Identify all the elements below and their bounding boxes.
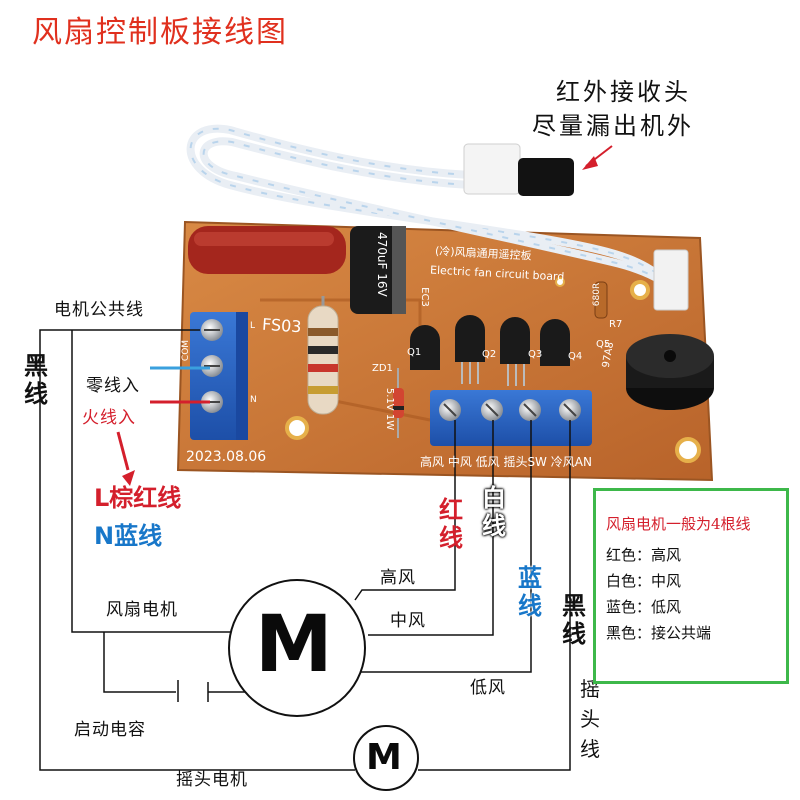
resistor-r7 — [594, 281, 608, 319]
q5-label: Q5 — [596, 339, 611, 350]
mid-speed-label: 中风 — [390, 611, 426, 631]
power-resistor — [307, 296, 339, 415]
terminal-block-left — [190, 312, 248, 440]
live-arrow — [116, 431, 130, 471]
capacitor-label: 470uF 16V — [375, 232, 389, 297]
ir-note-arrowhead — [582, 156, 598, 170]
n-wire-label: N蓝线 — [94, 522, 163, 550]
info-row-red: 红色：高风 — [606, 546, 682, 564]
white-wire-label: 白线 — [482, 484, 506, 540]
ir-cable — [186, 124, 689, 311]
output-silkscreen: 高风 中风 低风 摇头SW 冷风AN — [420, 455, 592, 469]
q1-label: Q1 — [407, 347, 422, 358]
terminal-block-output — [430, 390, 592, 446]
q3-label: Q3 — [528, 349, 543, 360]
zd1-label: ZD1 — [372, 363, 393, 374]
page-title: 风扇控制板接线图 — [32, 15, 288, 50]
ec3-label: EC3 — [418, 287, 430, 307]
r7-label: R7 — [609, 319, 623, 330]
zener-diode — [393, 368, 404, 438]
fan-motor-symbol — [228, 579, 366, 717]
ir-note-line2: 尽量漏出机外 — [532, 112, 694, 140]
red-wire-label: 红线 — [439, 496, 463, 552]
info-row-blue: 蓝色：低风 — [606, 598, 682, 616]
info-row-black: 黑色：接公共端 — [606, 624, 712, 642]
neutral-in-label: 零线入 — [86, 376, 140, 396]
black-wire-left-label: 黑线 — [24, 352, 48, 408]
low-speed-label: 低风 — [470, 678, 506, 698]
swing-motor-symbol — [353, 725, 419, 791]
pcb-model: FS03 — [261, 314, 303, 337]
black-wire-right-label: 黑线 — [562, 592, 586, 648]
l-wire-label: L棕红线 — [94, 484, 182, 512]
start-cap-label: 启动电容 — [74, 720, 146, 740]
live-arrowhead — [122, 470, 135, 486]
ir-pin-labels: OUT GND 5V — [724, 237, 735, 296]
swing-wire-label: 摇头线 — [580, 677, 600, 761]
terminal-com-label: COM — [181, 339, 192, 362]
live-in-label: 火线入 — [82, 408, 136, 428]
schematic-wires — [39, 329, 571, 771]
q2-label: Q2 — [482, 349, 497, 360]
blue-wire-label: 蓝线 — [518, 564, 542, 620]
fan-motor-m: M — [255, 600, 333, 690]
electrolytic-capacitor — [350, 226, 406, 314]
transistors — [410, 315, 570, 386]
swing-motor-m: M — [366, 737, 402, 778]
zener-label: 5.1V 1W — [384, 387, 396, 431]
wire-color-info-box: 风扇电机一般为4根线 红色：高风 白色：中风 蓝色：低风 黑色：接公共端 — [593, 488, 789, 684]
q4-label: Q4 — [568, 351, 583, 362]
info-heading: 风扇电机一般为4根线 — [606, 515, 751, 533]
ir-note-line1: 红外接收头 — [556, 78, 691, 106]
r7-value: 680R — [592, 282, 603, 307]
x-capacitor — [188, 226, 346, 274]
info-row-white: 白色：中风 — [606, 572, 682, 590]
pcb-date: 2023.08.06 — [186, 449, 267, 465]
motor-common-label: 电机公共线 — [54, 300, 144, 320]
fan-motor-label: 风扇电机 — [106, 600, 178, 620]
terminal-n-label: N — [250, 395, 257, 405]
terminal-l-label: L — [250, 321, 256, 331]
buzzer — [626, 334, 714, 410]
high-speed-label: 高风 — [380, 568, 416, 588]
swing-motor-label: 摇头电机 — [176, 770, 248, 790]
